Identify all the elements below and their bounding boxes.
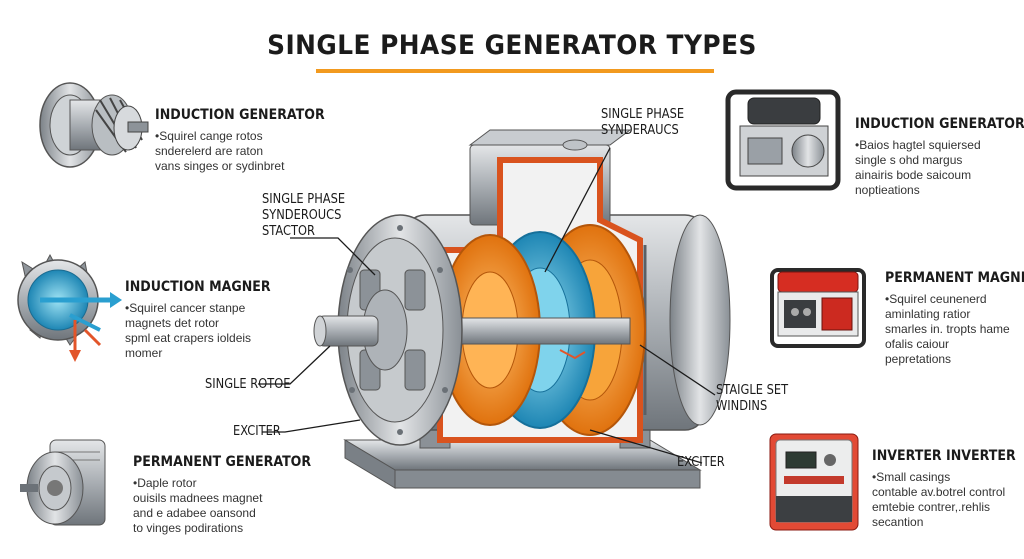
feature-line: contable av.botrel control bbox=[872, 485, 1006, 499]
red-generator-icon bbox=[770, 268, 866, 348]
callout-exciter-right: EXCITER bbox=[677, 455, 725, 471]
left-item-induction-generator: INDUCTION GENERATOR Squirel cange rotos … bbox=[155, 107, 344, 174]
feature-line: secantion bbox=[872, 515, 924, 529]
right-item-heading: PERMANENT MAGNET bbox=[885, 270, 1024, 286]
inverter-generator-icon bbox=[769, 433, 859, 531]
page-title: SINGLE PHASE GENERATOR TYPES bbox=[267, 30, 757, 61]
left-item-induction-magner: INDUCTION MAGNER Squirel cancer stanpe m… bbox=[125, 279, 287, 361]
callout-line: WINDINS bbox=[716, 399, 768, 414]
feature-line: momer bbox=[125, 346, 163, 360]
feature-line: pepretations bbox=[885, 352, 952, 366]
left-item-heading: INDUCTION MAGNER bbox=[125, 279, 271, 295]
right-item-induction-generator: INDUCTION GENERATOR Baios hagtel squiers… bbox=[855, 116, 1024, 198]
left-item-heading: PERMANENT GENERATOR bbox=[133, 454, 312, 470]
portable-generator-icon bbox=[725, 89, 841, 191]
callout-exciter-left: EXCITER bbox=[233, 424, 281, 440]
feature-line: ouisils madnees magnet bbox=[133, 491, 263, 505]
feature-line: aminlating ratior bbox=[885, 307, 971, 321]
feature-line: single s ohd margus bbox=[855, 153, 963, 167]
right-item-heading: INDUCTION GENERATOR bbox=[855, 116, 1024, 132]
feature-line: Squirel ceunenerd bbox=[885, 292, 1024, 307]
callout-line: SYNDEROUCS bbox=[262, 208, 342, 223]
callout-line: SINGLE ROTOE bbox=[205, 377, 291, 392]
feature-line: vans singes or sydinbret bbox=[155, 159, 285, 173]
feature-line: magnets det rotor bbox=[125, 316, 220, 330]
feature-line: snderelerd are raton bbox=[155, 144, 264, 158]
leader-lines bbox=[258, 147, 716, 464]
central-generator-cutaway bbox=[313, 129, 731, 489]
right-item-inverter: INVERTER INVERTER Small casings contable… bbox=[872, 448, 1024, 530]
feature-line: spml eat crapers ioldeis bbox=[125, 331, 252, 345]
title-underline bbox=[316, 69, 714, 73]
right-item-heading: INVERTER INVERTER bbox=[872, 448, 1016, 464]
feature-line: emtebie contrer,.rehlis bbox=[872, 500, 991, 514]
feature-line: ofalis caiour bbox=[885, 337, 950, 351]
left-item-heading: INDUCTION GENERATOR bbox=[155, 107, 325, 123]
left-item-permanent-generator: PERMANENT GENERATOR Daple rotor ouisils … bbox=[133, 454, 331, 536]
callout-line: EXCITER bbox=[233, 424, 281, 439]
callout-stator: SINGLE PHASE SYNDEROUCS STACTOR bbox=[262, 192, 345, 240]
callout-line: SYNDERAUCS bbox=[601, 123, 679, 138]
feature-line: Squirel cancer stanpe bbox=[125, 301, 287, 316]
callout-line: SINGLE PHASE bbox=[262, 192, 346, 207]
callout-line: SINGLE PHASE bbox=[601, 107, 685, 122]
feature-line: Daple rotor bbox=[133, 476, 331, 491]
permanent-generator-icon bbox=[20, 439, 106, 526]
squirrel-cage-rotor-icon bbox=[39, 82, 149, 168]
feature-line: smarles in. tropts hame bbox=[885, 322, 1010, 336]
callout-windings: STAIGLE SET WINDINS bbox=[716, 383, 788, 415]
callout-line: STAIGLE SET bbox=[716, 383, 789, 398]
feature-line: and e adabee oansond bbox=[133, 506, 256, 520]
magnetic-field-rotor-icon bbox=[17, 253, 122, 362]
feature-line: Small casings bbox=[872, 470, 1024, 485]
feature-line: to vinges podirations bbox=[133, 521, 244, 535]
feature-line: noptieations bbox=[855, 183, 920, 197]
feature-line: Baios hagtel squiersed bbox=[855, 138, 1024, 153]
right-item-permanent-magnet: PERMANENT MAGNET Squirel ceunenerd aminl… bbox=[885, 270, 1024, 367]
callout-line: STACTOR bbox=[262, 224, 315, 239]
callout-rotor: SINGLE ROTOE bbox=[205, 377, 290, 393]
callout-line: EXCITER bbox=[677, 455, 725, 470]
feature-line: ainairis bode saicoum bbox=[855, 168, 972, 182]
feature-line: Squirel cange rotos bbox=[155, 129, 344, 144]
callout-top: SINGLE PHASE SYNDERAUCS bbox=[601, 107, 684, 139]
